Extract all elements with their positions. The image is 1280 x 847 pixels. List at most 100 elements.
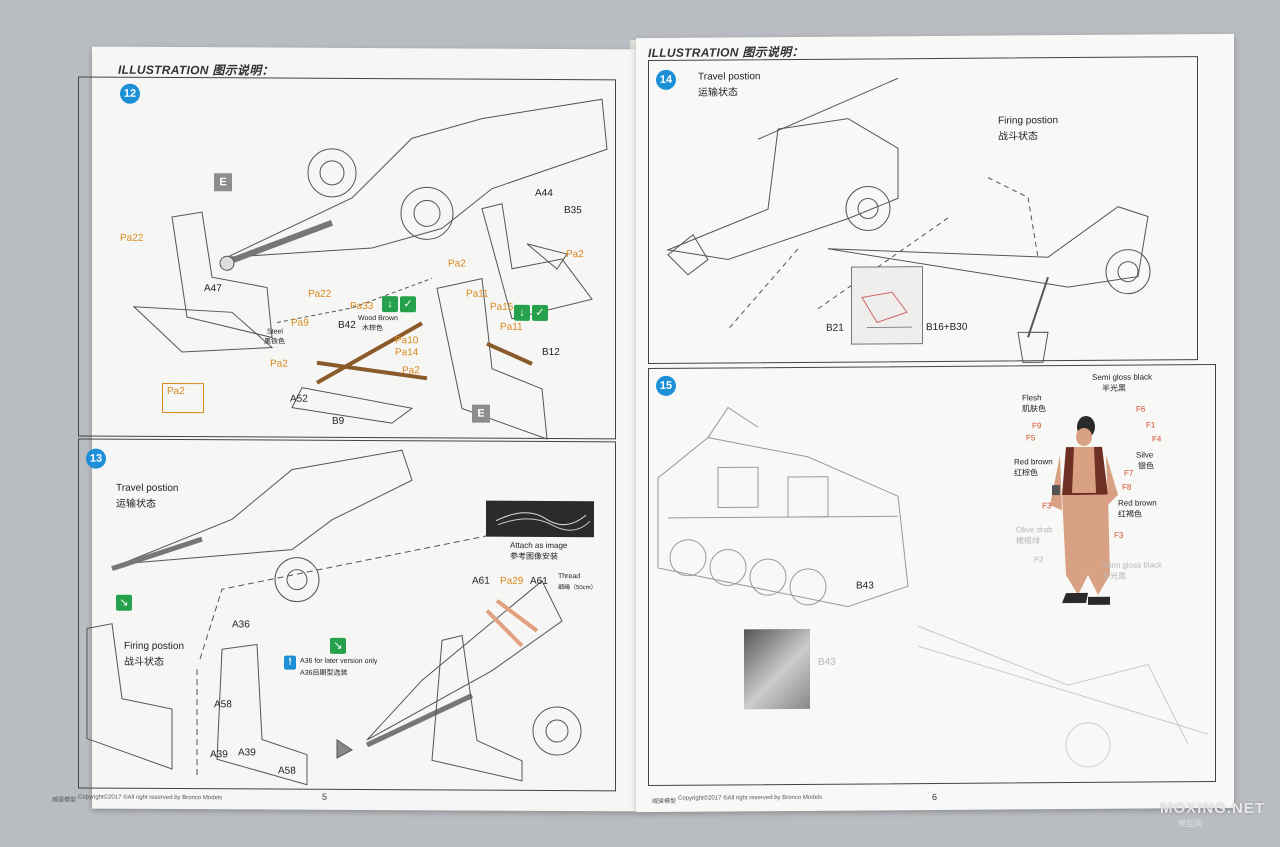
part-b16-b30: B16+B30 [926,321,968,334]
paint-semi-gloss-black-2: Semi gloss black [1102,560,1163,570]
part-a58: A58 [278,765,296,777]
callout-f3: F3 [1114,530,1124,540]
callout-pa2: Pa2 [566,249,584,261]
thread-reference-photo [486,500,594,538]
callout-f9: F9 [1032,421,1042,431]
thread-label: Thread [558,573,581,581]
footer-brand: 威骏模型 [652,798,677,805]
travel-position-label-cn: 运输状态 [116,498,156,510]
left-page: ILLUSTRATION 图示说明： 12 E E Pa22 A47 Pa22 … [52,46,636,812]
step-12-drawing [132,98,608,440]
firing-position-label: Firing postion [124,640,185,653]
assembly-icon: ↘ [330,637,346,654]
callout-pa15: Pa15 [490,301,514,313]
pa2-detail-box: Pa2 [162,382,204,414]
part-a47: A47 [204,283,222,295]
part-b42: B42 [338,319,356,331]
callout-f4: F4 [1152,434,1162,444]
paint-steel: Steel [267,328,283,336]
paint-red-brown: Red brown [1014,457,1053,467]
callout-pa2: Pa2 [448,258,466,270]
part-b43: B43 [818,656,836,668]
part-a61: A61 [530,575,548,587]
part-a39: A39 [238,747,256,759]
callout-f1: F1 [1146,420,1156,430]
thread-photo-strands [495,512,591,531]
step-13-drawing [86,449,582,786]
firing-position-label-cn: 战斗状态 [124,656,164,668]
attach-as-image-label: Attach as image [510,540,568,551]
callout-pa2: Pa2 [167,385,185,398]
callout-pa11: Pa11 [466,288,489,300]
paint-semi-gloss-black: Semi gloss black [1092,372,1153,382]
callout-pa22: Pa22 [308,288,332,300]
paint-semi-gloss-black-cn: 半光黑 [1102,383,1126,393]
a36-note: A36 for later version only [300,657,378,666]
step-14-drawing [666,77,1151,363]
callout-f6: F6 [1136,404,1146,414]
callout-f7: F7 [1124,468,1134,478]
callout-pa29: Pa29 [500,575,524,587]
detail-inset-drawing [861,291,912,328]
paint-silver: Silve [1136,450,1154,460]
a36-note-cn: A36后期型选装 [300,669,348,677]
info-icon: ! [284,655,296,670]
footer-copyright: Copyright©2017 ®All right reserved by Br… [678,794,823,802]
part-tree-e-marker: E [214,173,232,192]
callout-f5: F5 [1026,433,1036,443]
callout-f3: F3 [1042,501,1052,511]
paint-wood-brown-cn: 木棕色 [362,324,383,333]
callout-pa11: Pa11 [500,321,523,333]
paint-olive-drab: Olive drab [1016,525,1053,535]
paint-red-brown-2-cn: 红褐色 [1118,509,1142,519]
part-b9: B9 [332,415,345,427]
callout-f8: F8 [1122,482,1132,492]
part-b12: B12 [542,346,560,359]
paint-silver-cn: 银色 [1138,461,1154,471]
paint-semi-gloss-black-2-cn: 半光黑 [1102,571,1126,581]
page-number: 6 [932,791,938,803]
paint-steel-cn: 黑铁色 [264,338,285,346]
paint-icon: ✓ [532,304,548,321]
glue-icon: ↓ [514,304,530,321]
part-b21: B21 [826,322,844,334]
site-watermark: MOXING.NET [1160,800,1266,817]
callout-pa2: Pa2 [270,358,288,370]
footer-brand: 威骏模型 [52,797,77,804]
part-b43: B43 [856,580,874,592]
glue-icon: ↓ [382,296,398,313]
callout-pa10: Pa10 [395,335,419,347]
part-a36: A36 [232,619,250,631]
assembly-icon: ↘ [116,594,132,611]
travel-position-label: Travel postion [116,482,179,495]
page-number: 5 [322,791,328,802]
part-tree-e-marker: E [472,404,490,423]
callout-pa2: Pa2 [402,365,420,377]
callout-pa33: Pa33 [350,300,374,313]
part-a61: A61 [472,575,490,587]
callout-pa22: Pa22 [120,232,144,244]
site-watermark-cn: 模型网 [1178,819,1202,828]
right-page: ILLUSTRATION 图示说明： 14 Travel postion 运输状… [636,33,1234,813]
paint-flesh-cn: 肌肤色 [1022,404,1046,414]
thread-label-cn: 细绳（50cm） [558,585,597,592]
callout-pa14: Pa14 [395,347,419,359]
attach-as-image-label-cn: 参考图像安装 [510,551,558,562]
part-a52: A52 [290,393,308,405]
b43-reference-photo [744,628,810,710]
part-b35: B35 [564,205,582,217]
detail-inset [851,266,923,345]
paint-flesh: Flesh [1022,393,1042,403]
callout-f2: F2 [1034,555,1044,565]
paint-red-brown-cn: 红棕色 [1014,468,1038,478]
paint-red-brown-2: Red brown [1118,498,1157,508]
footer-copyright: Copyright©2017 ®All right reserved by Br… [78,794,223,802]
callout-pa9: Pa9 [291,317,309,329]
part-a39: A39 [210,749,228,761]
part-a44: A44 [535,187,553,199]
part-a58: A58 [214,699,232,711]
paint-icon: ✓ [400,296,416,313]
step-15-drawing [657,406,1209,768]
paint-olive-drab-cn: 橄榄绿 [1016,536,1040,546]
paint-wood-brown: Wood Brown [358,314,398,323]
